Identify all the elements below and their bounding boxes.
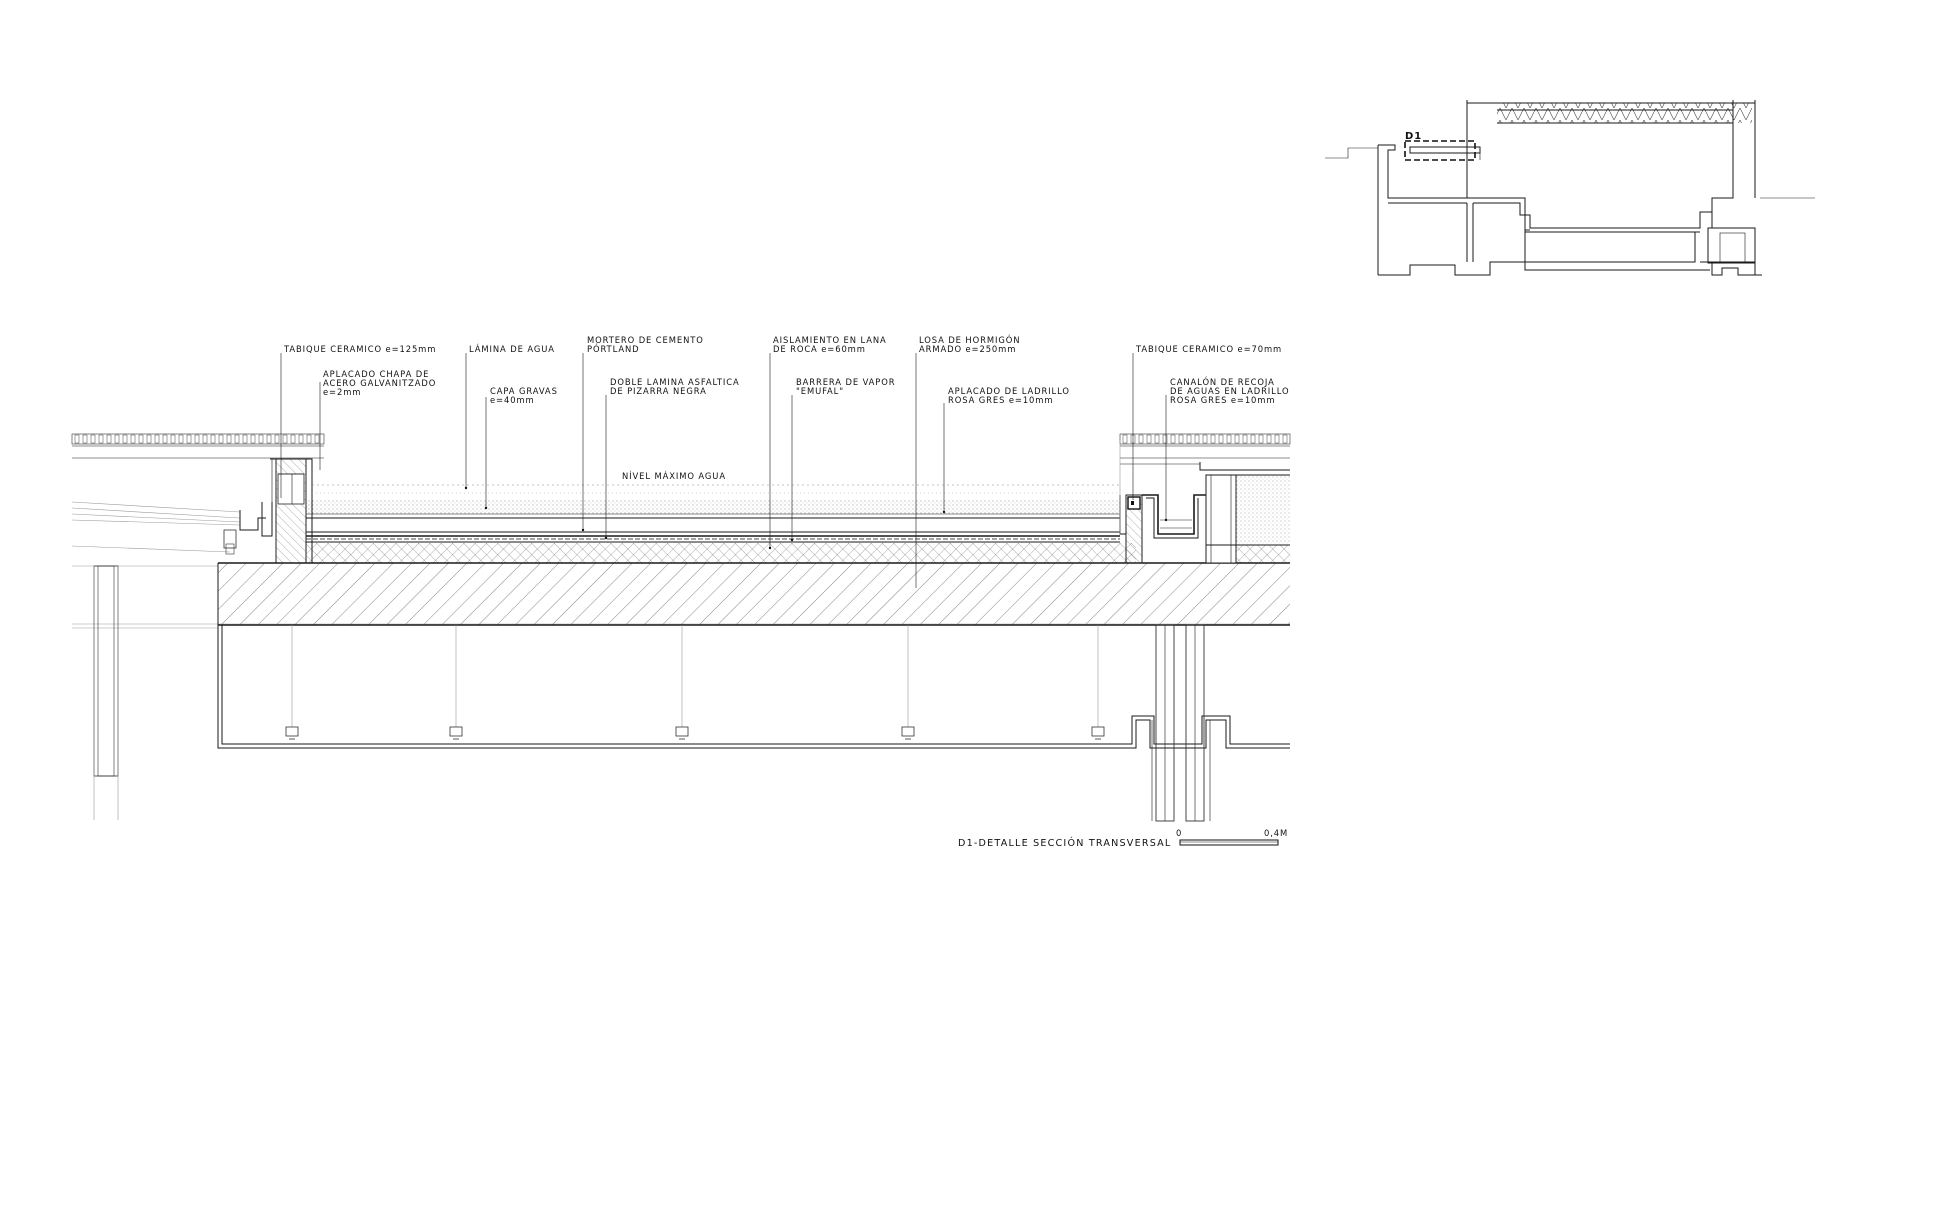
ceramic-cap-tile <box>242 434 248 444</box>
ceramic-cap-tile <box>74 434 80 444</box>
ceramic-cap-tile <box>306 434 312 444</box>
ceramic-cap-tile <box>1234 434 1240 444</box>
label-doble-lamina-2: DE PIZARRA NEGRA <box>610 386 707 396</box>
title-block: D1-DETALLE SECCIÓN TRANSVERSAL 0 0,4M <box>958 828 1288 849</box>
ceramic-cap-tile <box>146 434 152 444</box>
label-canalon-1: CANALÓN DE RECOJA <box>1170 376 1275 387</box>
label-aplacado-ladrillo-1: APLACADO DE LADRILLO <box>948 386 1070 396</box>
ceramic-cap-tile <box>1146 434 1152 444</box>
ceramic-cap-tile <box>1282 434 1288 444</box>
ceramic-cap-tile <box>1162 434 1168 444</box>
detail-tag: D1 <box>1405 131 1422 142</box>
label-aplacado-chapa-2: ACERO GALVANITZADO <box>323 378 436 388</box>
ceramic-cap-tile <box>1266 434 1272 444</box>
label-lamina-agua: LÁMINA DE AGUA <box>469 343 555 354</box>
scale-end-label: 0,4M <box>1264 828 1288 838</box>
ceramic-cap-tile <box>202 434 208 444</box>
ceramic-cap-tile <box>1122 434 1128 444</box>
label-aplacado-ladrillo-2: ROSA GRES e=10mm <box>948 395 1053 405</box>
drawing-title: D1-DETALLE SECCIÓN TRANSVERSAL <box>958 836 1171 849</box>
label-canalon-2: DE AGUAS EN LADRILLO <box>1170 386 1289 396</box>
ceramic-cap-tile <box>138 434 144 444</box>
scale-start-label: 0 <box>1176 828 1182 838</box>
label-barrera-1: BARRERA DE VAPOR <box>796 377 895 387</box>
ceramic-cap-tile <box>210 434 216 444</box>
ceramic-cap-tile <box>1138 434 1144 444</box>
ceramic-cap-tile <box>130 434 136 444</box>
label-tabique-125: TABIQUE CERAMICO e=125mm <box>283 344 436 354</box>
ceramic-cap-tile <box>266 434 272 444</box>
ceramic-cap-tile <box>1274 434 1280 444</box>
ceramic-cap-tile <box>162 434 168 444</box>
ceramic-cap-tile <box>1242 434 1248 444</box>
scale-bar <box>1179 839 1279 846</box>
ceramic-cap-tile <box>82 434 88 444</box>
ceramic-cap-tile <box>106 434 112 444</box>
section-detail: TABIQUE CERAMICO e=125mm APLACADO CHAPA … <box>71 334 1291 822</box>
ceiling-hanger <box>1091 726 1105 737</box>
ceiling-hanger <box>285 726 299 737</box>
label-tabique-70: TABIQUE CERAMICO e=70mm <box>1135 344 1282 354</box>
ceramic-cap-tile <box>1178 434 1184 444</box>
ceramic-cap-tile <box>170 434 176 444</box>
ceramic-cap-tile <box>178 434 184 444</box>
ceramic-cap-tile <box>194 434 200 444</box>
ceramic-cap-tile <box>1250 434 1256 444</box>
ceramic-cap-tile <box>154 434 160 444</box>
label-aislamiento-1: AISLAMIENTO EN LANA <box>773 335 887 345</box>
ceramic-cap-tile <box>1194 434 1200 444</box>
label-losa-1: LOSA DE HORMIGÓN <box>919 334 1020 345</box>
ceramic-cap-tile <box>90 434 96 444</box>
ceramic-cap-tile <box>282 434 288 444</box>
ceramic-cap-tile <box>1154 434 1160 444</box>
ceramic-cap-tile <box>226 434 232 444</box>
label-mortero-1: MORTERO DE CEMENTO <box>587 335 704 345</box>
label-mortero-2: PÓRTLAND <box>587 343 639 354</box>
label-aplacado-chapa-3: e=2mm <box>323 387 361 397</box>
annotations: TABIQUE CERAMICO e=125mm APLACADO CHAPA … <box>283 334 1289 481</box>
ceramic-cap-tile <box>314 434 320 444</box>
label-barrera-2: "EMUFAL" <box>796 386 844 396</box>
ceramic-cap-tile <box>1186 434 1192 444</box>
ceramic-cap-tile <box>1202 434 1208 444</box>
ceramic-cap-tile <box>114 434 120 444</box>
ceramic-cap-tile <box>122 434 128 444</box>
label-canalon-3: ROSA GRES e=10mm <box>1170 395 1275 405</box>
ceramic-cap-tile <box>218 434 224 444</box>
label-losa-2: ARMADO e=250mm <box>919 344 1016 354</box>
key-plan: D1 <box>1325 100 1815 276</box>
ceramic-cap-tile <box>1210 434 1216 444</box>
ceramic-cap-tile <box>258 434 264 444</box>
ceiling-hanger <box>675 726 689 737</box>
label-doble-lamina-1: DOBLE LAMINA ASFALTICA <box>610 377 740 387</box>
ceramic-cap-tile <box>1170 434 1176 444</box>
label-aplacado-chapa-1: APLACADO CHAPA DE <box>323 369 429 379</box>
ceiling-hanger <box>449 726 463 737</box>
label-nivel-maximo-agua: NÍVEL MÁXIMO AGUA <box>622 470 726 481</box>
leader-lines <box>280 353 1168 588</box>
ceramic-cap-tile <box>274 434 280 444</box>
ceramic-cap-tile <box>298 434 304 444</box>
ceramic-cap-tile <box>234 434 240 444</box>
ceramic-cap-tile <box>1218 434 1224 444</box>
ceramic-cap-tile <box>1258 434 1264 444</box>
ceramic-cap-tile <box>186 434 192 444</box>
ceramic-cap-tile <box>1226 434 1232 444</box>
ceramic-cap-tile <box>98 434 104 444</box>
ceiling-hanger <box>901 726 915 737</box>
label-capa-gravas-1: CAPA GRAVAS <box>490 386 558 396</box>
label-aislamiento-2: DE ROCA e=60mm <box>773 344 866 354</box>
label-capa-gravas-2: e=40mm <box>490 395 535 405</box>
ceramic-cap-tile <box>250 434 256 444</box>
ceramic-cap-tile <box>290 434 296 444</box>
